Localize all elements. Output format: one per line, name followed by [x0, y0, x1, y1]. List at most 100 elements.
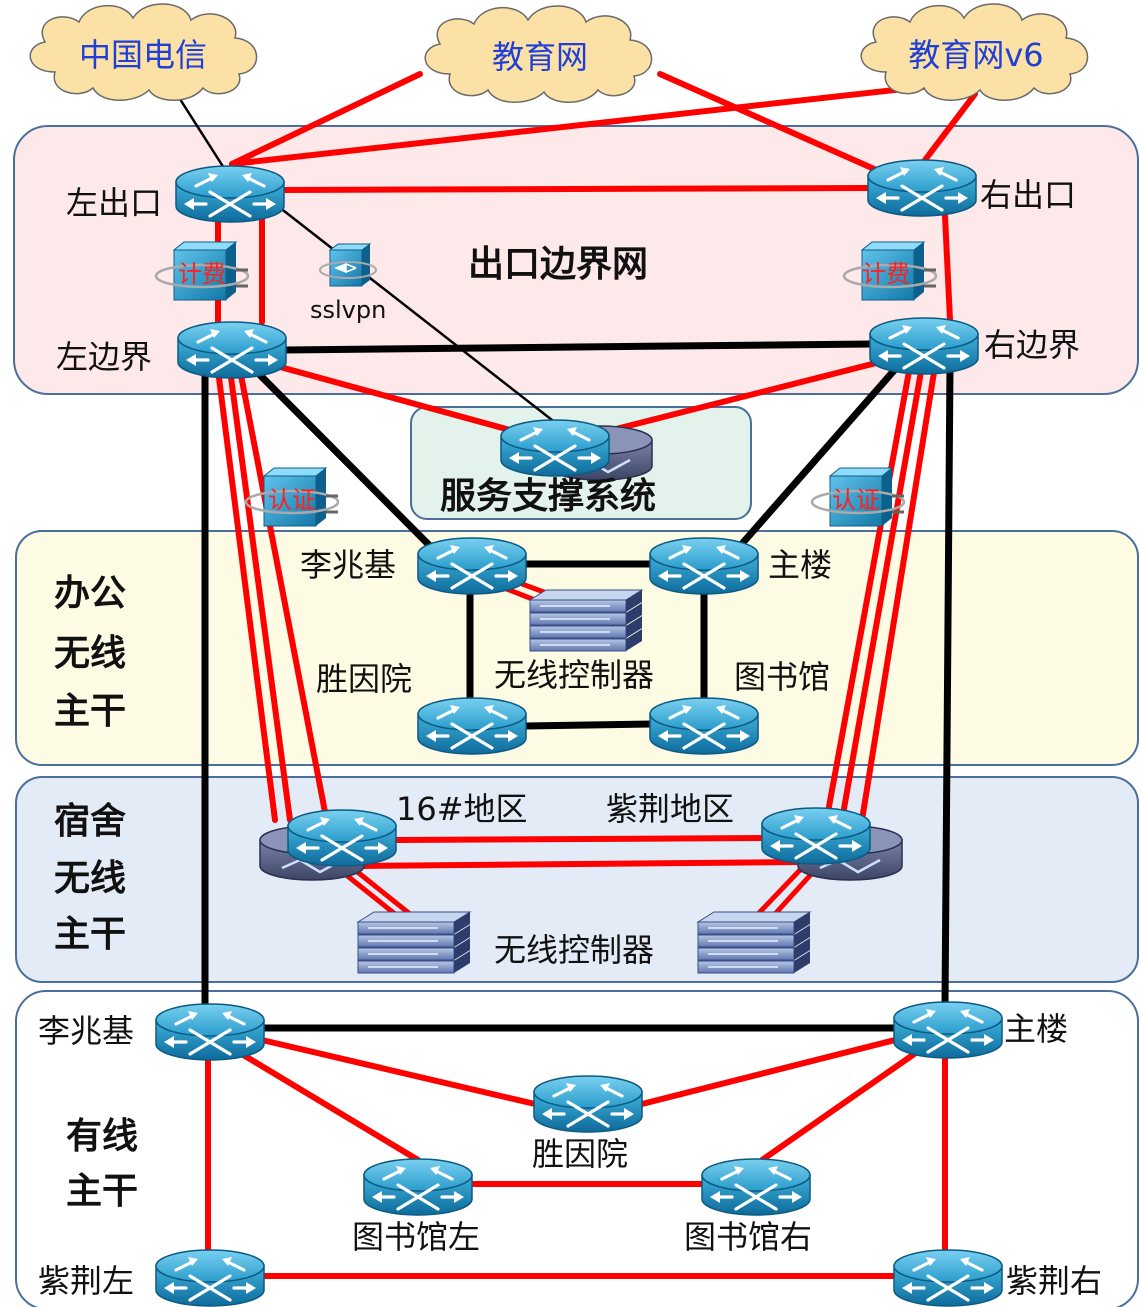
link-left-exit-right-exit	[282, 185, 873, 193]
node-wired-lizhaoji-label: 李兆基	[38, 1012, 134, 1050]
billing-left-label: 计费	[178, 260, 226, 288]
router-icon	[700, 1157, 812, 1217]
link-right-border-zijing-c	[859, 363, 938, 823]
zone-dorm-label-line2: 无线	[54, 857, 126, 899]
cloud-edu-v6-label: 教育网v6	[908, 36, 1043, 74]
router-icon	[286, 808, 398, 868]
link-wired-main-shengyin	[639, 1037, 898, 1107]
zone-wired-label: 有线 主干	[66, 1115, 138, 1212]
router-icon	[892, 1248, 1004, 1307]
router-icon	[416, 536, 528, 596]
zone-dorm-label: 宿舍 无线 主干	[54, 800, 126, 955]
link-right-exit-right-border	[942, 213, 953, 323]
node-office-lizhaoji-label: 李兆基	[300, 546, 396, 584]
link-dorm16-wlc-b	[352, 867, 413, 917]
zone-dorm-label-line1: 宿舍	[54, 800, 126, 842]
zone-office-label-line3: 主干	[54, 690, 126, 732]
auth-right: 认证	[810, 466, 906, 528]
link-right-border-zijing-b	[839, 363, 925, 823]
auth-left: 认证	[244, 466, 340, 528]
router-icon	[760, 806, 872, 866]
billing-left: 计费	[154, 240, 250, 302]
billing-right: 计费	[842, 240, 938, 302]
link-dorm16-wlc-a	[337, 867, 398, 917]
node-wired-lib-right-label: 图书馆右	[684, 1218, 812, 1256]
link-edu-left-exit	[229, 71, 423, 167]
link-eduv6-left-exit	[229, 83, 933, 167]
cloud-telecom: 中国电信	[29, 3, 258, 102]
node-dorm-16-label: 16#地区	[396, 790, 528, 828]
link-right-border-office-main	[736, 362, 902, 550]
link-left-border-service	[259, 359, 513, 433]
zone-office-label-line2: 无线	[54, 632, 126, 674]
link-left-border-right-border	[281, 340, 876, 354]
link-left-border-office-lizhaoji	[251, 366, 436, 552]
cloud-edu: 教育网	[424, 5, 653, 104]
router-icon	[174, 164, 286, 224]
node-right-exit-label: 右出口	[980, 176, 1076, 214]
cloud-edu-v6: 教育网v6	[860, 3, 1089, 102]
zone-service-label: 服务支撑系统	[440, 475, 656, 517]
node-wired-lib-left-label: 图书馆左	[352, 1218, 480, 1256]
link-left-border-dorm16-c	[237, 367, 328, 815]
node-office-main-label: 主楼	[768, 546, 832, 584]
router-icon	[154, 1002, 266, 1062]
router-icon	[176, 320, 288, 380]
link-wired-lizhaoji-lib-left	[232, 1047, 421, 1163]
router-icon	[866, 158, 978, 218]
node-wired-main-label: 主楼	[1004, 1010, 1068, 1048]
zone-egress-label: 出口边界网	[468, 243, 648, 285]
zone-wired-label-line1: 有线	[66, 1115, 138, 1157]
node-wired-zijing-left-label: 紫荆左	[38, 1262, 134, 1300]
zone-office-label-line1: 办公	[54, 572, 126, 614]
auth-left-label: 认证	[268, 486, 316, 514]
server-stack-icon	[697, 911, 811, 974]
link-right-border-zijing-a	[825, 363, 913, 815]
node-right-border-label: 右边界	[984, 326, 1080, 364]
router-icon	[532, 1074, 644, 1134]
link-edu-right-exit	[657, 71, 893, 179]
cloud-edu-label: 教育网	[492, 38, 588, 76]
link-right-border-service	[609, 357, 891, 433]
node-wired-shengyin-label: 胜因院	[532, 1135, 628, 1173]
node-left-border-label: 左边界	[56, 338, 152, 376]
link-left-border-dorm16-b	[227, 367, 293, 823]
router-icon	[648, 536, 760, 596]
router-icon	[154, 1248, 266, 1307]
router-icon	[416, 696, 528, 756]
link-dorm16-zijing-top	[392, 835, 768, 843]
link-office-shengyin-library	[521, 720, 656, 730]
node-left-exit-label: 左出口	[66, 184, 162, 222]
link-eduv6-right-exit	[922, 91, 978, 163]
router-icon	[362, 1157, 474, 1217]
cloud-telecom-label: 中国电信	[79, 36, 207, 74]
router-icon	[648, 696, 760, 756]
router-icon	[868, 316, 980, 376]
link-zijing-wlc-b	[772, 867, 818, 917]
router-icon	[499, 418, 611, 478]
node-dorm-wlc-label: 无线控制器	[494, 931, 654, 969]
zone-wired-backbone	[15, 990, 1139, 1307]
server-stack-icon	[529, 589, 643, 652]
zone-wired-label-line2: 主干	[66, 1170, 138, 1212]
router-icon	[892, 1000, 1004, 1060]
link-left-border-dorm16-a	[215, 367, 278, 823]
node-wired-zijing-right-label: 紫荆右	[1006, 1262, 1102, 1300]
link-left-exit-sslvpn-service	[268, 198, 554, 422]
link-zijing-wlc-a	[755, 867, 803, 917]
link-wired-lizhaoji-shengyin	[259, 1037, 538, 1107]
billing-right-label: 计费	[862, 260, 910, 288]
node-office-library-label: 图书馆	[734, 658, 830, 696]
node-office-shengyin-label: 胜因院	[316, 660, 412, 698]
sslvpn-label: sslvpn	[310, 296, 386, 324]
node-dorm-zijing-label: 紫荆地区	[606, 790, 734, 828]
node-office-wlc-label: 无线控制器	[494, 656, 654, 694]
auth-right-label: 认证	[832, 486, 880, 514]
link-wired-main-lib-right	[759, 1047, 923, 1163]
zone-office-label: 办公 无线 主干	[54, 572, 126, 732]
zone-dorm-label-line3: 主干	[54, 913, 126, 955]
server-stack-icon	[357, 911, 471, 974]
link-right-border-wired-main	[941, 362, 954, 1008]
link-dorm16-zijing-bottom	[357, 859, 803, 869]
